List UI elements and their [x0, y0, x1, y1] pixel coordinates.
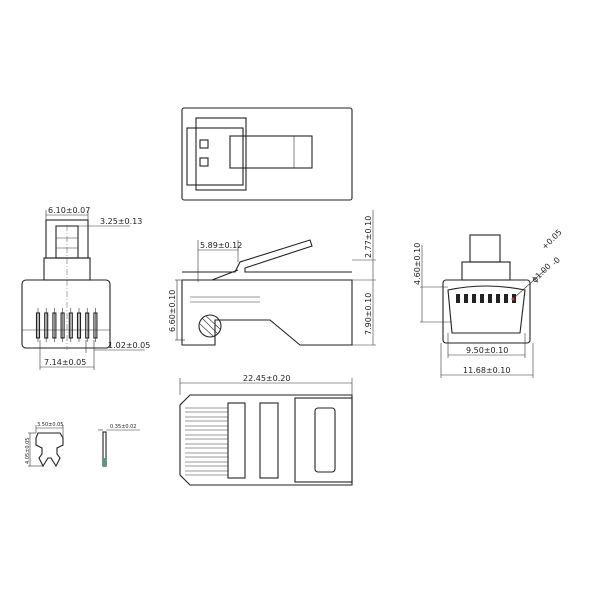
pin-slot — [464, 294, 468, 303]
top-view — [181, 107, 353, 201]
dim-pin-span: 7.14±0.05 — [44, 358, 86, 367]
pin-slot — [504, 294, 508, 303]
dim-pin-pitch: 1.02±0.05 — [108, 341, 150, 350]
dim-latch-height: 2.77±0.10 — [364, 216, 373, 258]
dim-cavity-width: 9.50±0.10 — [466, 346, 508, 355]
bottom-view: 22.45±0.20 — [179, 374, 353, 486]
dim-cavity-height: 4.60±0.10 — [413, 243, 422, 285]
dim-hole-tol-plus: +0.05 — [540, 228, 564, 252]
pin-slot — [496, 294, 500, 303]
dim-overall-length: 22.45±0.20 — [243, 374, 290, 383]
pin-slot — [488, 294, 492, 303]
dim-contact-width: 3.50±0.05 — [37, 422, 63, 428]
pin-slot — [472, 294, 476, 303]
dim-contact-thickness: 0.35±0.02 — [110, 424, 136, 430]
end-view: 4.60±0.10 9.50±0.10 11.68±0.10 ϕ1.00 +0.… — [413, 228, 564, 378]
dim-body-height-side: 7.90±0.10 — [364, 293, 373, 335]
contact-detail: 3.50±0.05 4.05±0.05 0.35±0.02 — [25, 422, 140, 468]
dim-front-width: 6.10±0.07 — [48, 206, 90, 215]
dim-contact-height: 4.05±0.05 — [25, 438, 31, 464]
dim-latch-width: 3.25±0.13 — [100, 217, 142, 226]
pin-slot — [480, 294, 484, 303]
side-view: 5.89±0.12 2.77±0.10 7.90±0.10 6.60±0.10 — [168, 210, 376, 346]
dim-inner-height-side: 6.60±0.10 — [168, 290, 177, 332]
front-view: 6.10±0.07 3.25±0.13 1.02±0.05 7.14±0.05 — [21, 206, 150, 370]
pin-slot — [456, 294, 460, 303]
dim-latch-offset: 5.89±0.12 — [200, 241, 242, 250]
dim-hole-diameter: ϕ1.00 — [530, 262, 553, 285]
dim-hole-tol-minus: -0 — [550, 255, 562, 267]
dim-body-width: 11.68±0.10 — [463, 366, 510, 375]
